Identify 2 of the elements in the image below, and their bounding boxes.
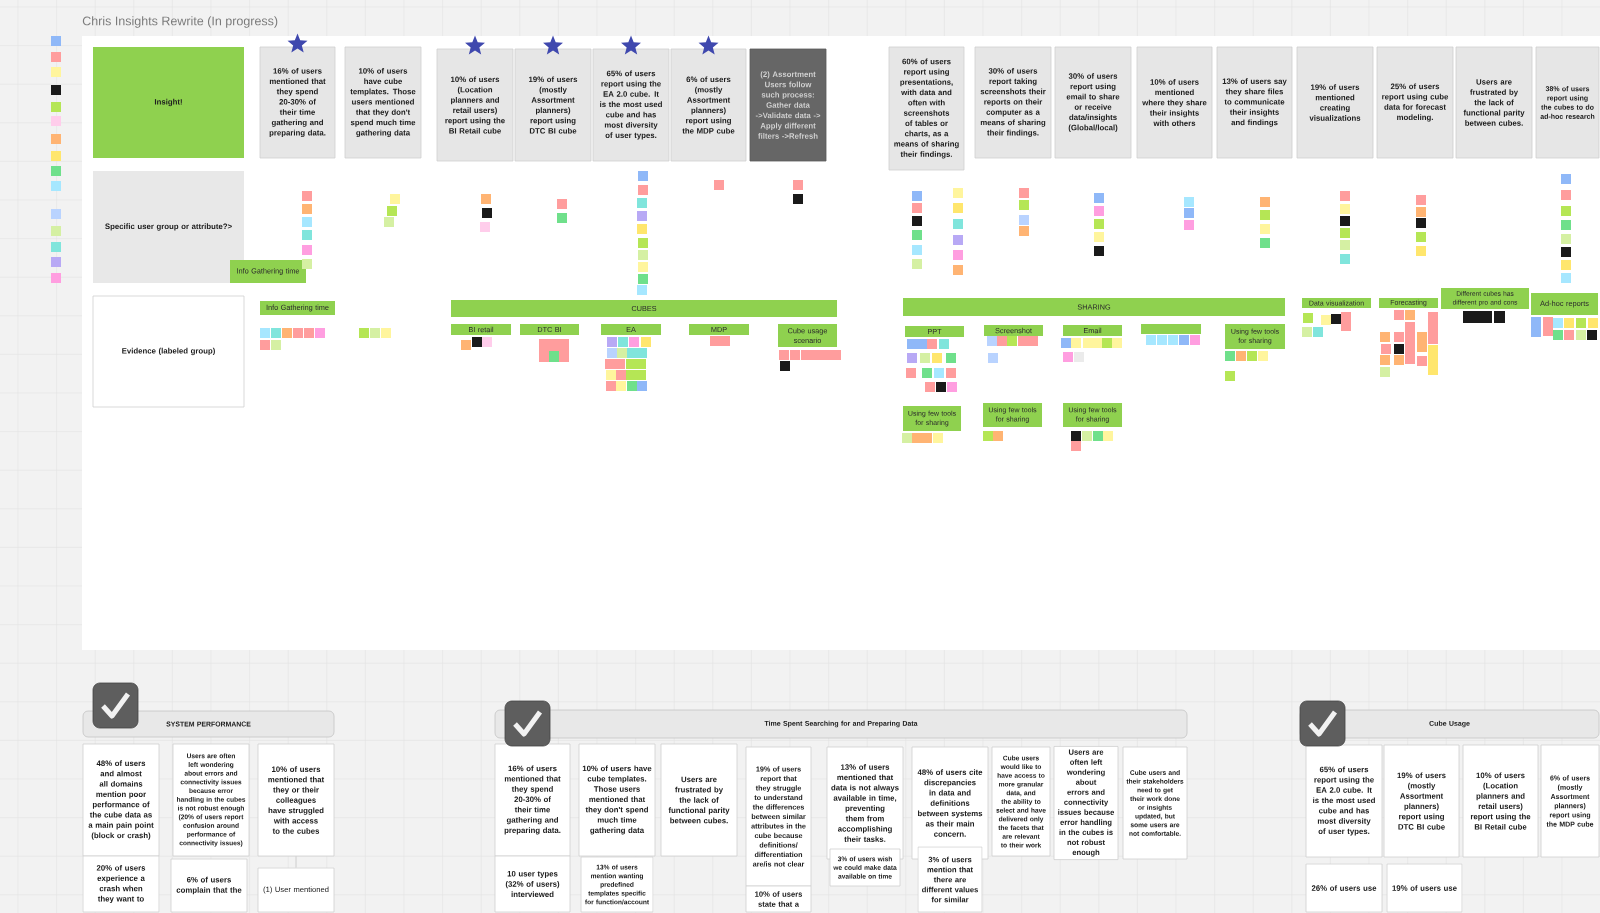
group-label xyxy=(1141,324,1201,334)
frame-title: Chris Insights Rewrite (In progress) xyxy=(82,16,278,28)
